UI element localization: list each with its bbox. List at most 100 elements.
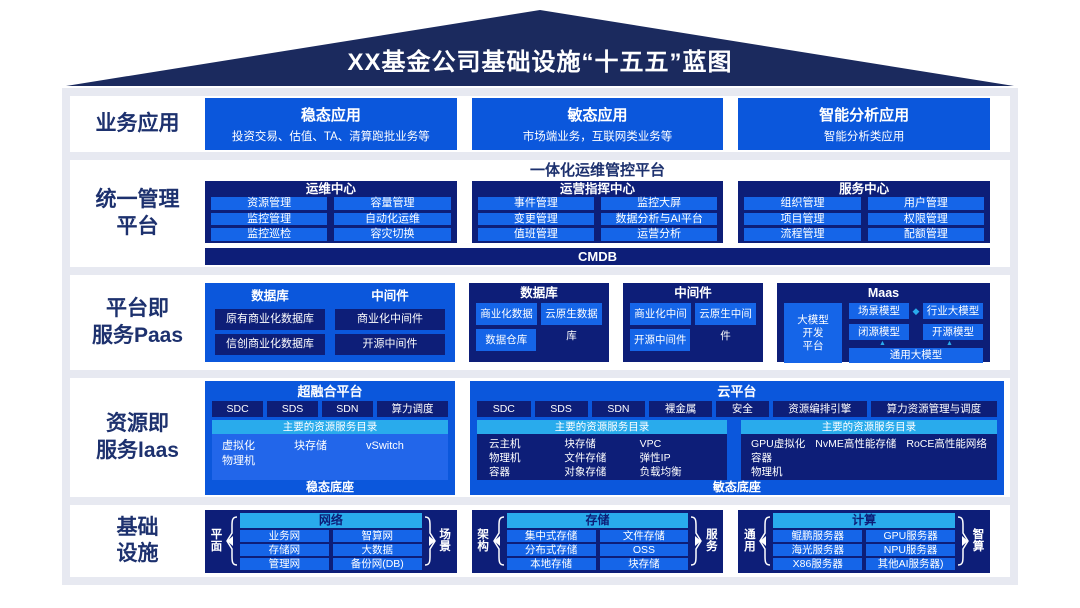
compute-box: 通 用 计算 鲲鹏服务器 GPU服务器 海光服务器 NPU服务器 X86服务器 bbox=[738, 509, 991, 573]
page-title: XX基金公司基础设施“十五五”蓝图 bbox=[347, 49, 733, 76]
cloud-chip: 算力资源管理与调度 bbox=[870, 400, 997, 417]
hci-platform-box: 超融合平台 SDC SDS SDN 算力调度 主要的资源服务目录 虚拟化 物理机… bbox=[205, 380, 455, 495]
network-box: 平 面 网络 业务网 智算网 存储网 大数据 管理网 备份网(D bbox=[205, 509, 457, 573]
cloud-catalog-col: 块存储 文件存储 对象存储 bbox=[564, 437, 607, 478]
maas-closed-model: 闭源模型 bbox=[849, 324, 909, 340]
compute-header: 计算 bbox=[773, 512, 956, 528]
cloud-chip: SDN bbox=[591, 400, 646, 417]
hci-catalog-col: vSwitch bbox=[366, 439, 404, 452]
network-left-label: 平 面 bbox=[210, 529, 223, 553]
hci-catalog-col: 块存储 bbox=[294, 439, 327, 452]
hci-chip: 算力调度 bbox=[376, 400, 448, 417]
row-label-business: 业务应用 bbox=[95, 111, 180, 135]
arrow-icon: ◆ bbox=[912, 305, 920, 316]
hci-footer: 稳态底座 bbox=[305, 479, 354, 494]
legacy-db-title: 数据库 bbox=[251, 289, 289, 303]
compute-cell: 其他AI服务器) bbox=[866, 557, 956, 570]
cloud-catalog-title: 主要的资源服务目录 bbox=[477, 419, 727, 434]
cloud-chip: 资源编排引擎 bbox=[772, 400, 867, 417]
panel-b-item: RoCE高性能网络 bbox=[906, 437, 987, 450]
center-title: 运维中心 bbox=[305, 182, 356, 196]
mw-cell: 云原生中间件 bbox=[695, 303, 756, 342]
cloud-catalog-panel-b: 主要的资源服务目录 GPU虚拟化 NvME高性能存储 RoCE高性能网络 容器 … bbox=[741, 419, 997, 480]
hci-catalog-col: 虚拟化 物理机 bbox=[222, 439, 255, 467]
cloud-catalog-col: 云主机 物理机 容器 bbox=[489, 437, 521, 478]
network-cell: 业务网 bbox=[240, 529, 329, 542]
app-subtitle: 智能分析类应用 bbox=[823, 131, 905, 143]
command-cell: 数据分析与AI平台 bbox=[601, 212, 718, 225]
network-cell: 智算网 bbox=[332, 529, 422, 542]
database-box: 数据库 商业化数据库 云原生数据库 数据仓库 bbox=[469, 283, 609, 362]
middleware-title: 中间件 bbox=[674, 286, 712, 300]
arrow-up-icon: ▲ bbox=[879, 340, 886, 347]
service-center-box: 服务中心 组织管理 用户管理 项目管理 权限管理 流程管理 配额管理 bbox=[738, 181, 991, 243]
service-cell: 组织管理 bbox=[744, 197, 861, 210]
legacy-mw-title: 中间件 bbox=[371, 289, 409, 303]
cloud-chip: 裸金属 bbox=[649, 400, 713, 417]
row-label-management: 统一管理 平台 bbox=[95, 188, 180, 238]
cloud-chip: SDC bbox=[477, 400, 531, 417]
app-subtitle: 投资交易、估值、TA、清算跑批业务等 bbox=[231, 131, 430, 143]
row-iaas: 资源即 服务laas 超融合平台 SDC SDS SDN 算力调度 主要的资源服… bbox=[70, 378, 1010, 497]
compute-left-label: 通 用 bbox=[744, 529, 756, 553]
service-cell: 流程管理 bbox=[744, 228, 861, 241]
right-brace-icon bbox=[957, 516, 969, 566]
middleware-box: 中间件 商业化中间件 云原生中间件 开源中间件 bbox=[623, 283, 763, 362]
command-cell: 运营分析 bbox=[601, 228, 718, 241]
storage-cell: 分布式存储 bbox=[506, 543, 596, 556]
legacy-db-cell: 信创商业化数据库 bbox=[215, 334, 325, 355]
storage-cell: OSS bbox=[599, 543, 689, 556]
ops-cell: 自动化运维 bbox=[334, 212, 451, 225]
ops-center-box: 运维中心 资源管理 容量管理 监控管理 自动化运维 监控巡检 容灾切换 bbox=[205, 181, 457, 243]
service-cell: 项目管理 bbox=[744, 212, 861, 225]
ops-cell: 容灾切换 bbox=[334, 228, 451, 241]
storage-cell: 文件存储 bbox=[599, 529, 689, 542]
hci-chip: SDC bbox=[212, 400, 264, 417]
ops-cell: 容量管理 bbox=[334, 197, 451, 210]
left-brace-icon bbox=[759, 516, 771, 566]
network-cell: 管理网 bbox=[240, 557, 329, 570]
cloud-title: 云平台 bbox=[717, 383, 757, 399]
app-title: 敏态应用 bbox=[567, 107, 628, 124]
db-cell: 云原生数据库 bbox=[541, 303, 602, 342]
compute-right-label: 智 算 bbox=[972, 529, 985, 553]
maas-open-model: 开源模型 bbox=[923, 324, 983, 340]
network-cell: 大数据 bbox=[332, 543, 422, 556]
app-box-agile: 敏态应用 市场端业务，互联网类业务等 bbox=[471, 98, 724, 150]
compute-cell: NPU服务器 bbox=[866, 543, 956, 556]
left-brace-icon bbox=[492, 516, 504, 566]
center-title: 运营指挥中心 bbox=[560, 182, 636, 196]
row-paas: 平台即 服务Paas 数据库 原有商业化数据库 信创商业化数据库 中间件 商业化… bbox=[70, 275, 1010, 370]
command-cell: 变更管理 bbox=[477, 212, 594, 225]
row-business-apps: 业务应用 稳态应用 投资交易、估值、TA、清算跑批业务等 敏态应用 市场端业务，… bbox=[70, 96, 1010, 152]
row-label-paas: 平台即 服务Paas bbox=[91, 297, 184, 347]
hci-catalog-title: 主要的资源服务目录 bbox=[212, 419, 448, 434]
row-label-iaas: 资源即 服务laas bbox=[96, 412, 179, 462]
storage-cell: 块存储 bbox=[599, 557, 689, 570]
network-header: 网络 bbox=[240, 512, 422, 528]
roof-banner: XX基金公司基础设施“十五五”蓝图 bbox=[66, 10, 1014, 86]
maas-industry-model: 行业大模型 bbox=[923, 303, 983, 319]
service-cell: 权限管理 bbox=[867, 212, 985, 225]
hci-chip: SDN bbox=[321, 400, 373, 417]
database-title: 数据库 bbox=[520, 286, 558, 300]
maas-box: Maas 大模型 开发 平台 场景模型 ◆ 行业大模型 闭源模型 bbox=[777, 283, 990, 363]
compute-cell: GPU服务器 bbox=[866, 529, 956, 542]
mw-cell: 商业化中间件 bbox=[630, 303, 691, 342]
command-cell: 事件管理 bbox=[477, 197, 594, 210]
hci-title: 超融合平台 bbox=[297, 383, 363, 399]
app-subtitle: 市场端业务，互联网类业务等 bbox=[522, 131, 673, 143]
cloud-catalog-title: 主要的资源服务目录 bbox=[741, 419, 997, 434]
cmdb-bar: CMDB bbox=[205, 248, 990, 265]
legacy-mw-cell: 开源中间件 bbox=[335, 334, 445, 355]
ops-cell: 监控巡检 bbox=[211, 228, 328, 241]
panel-b-item: GPU虚拟化 bbox=[751, 437, 806, 450]
legacy-mw-cell: 商业化中间件 bbox=[335, 309, 445, 330]
ops-cell: 监控管理 bbox=[211, 212, 328, 225]
center-title: 服务中心 bbox=[839, 182, 890, 196]
cloud-catalog-col: VPC 弹性IP 负载均衡 bbox=[639, 437, 682, 478]
storage-box: 架 构 存储 集中式存储 文件存储 分布式存储 OSS 本地存储 bbox=[471, 509, 724, 573]
row-management-platform: 统一管理 平台 一体化运维管控平台 运维中心 资源管理 容量管理 监控管理 自动… bbox=[70, 160, 1010, 267]
service-cell: 用户管理 bbox=[867, 197, 985, 210]
